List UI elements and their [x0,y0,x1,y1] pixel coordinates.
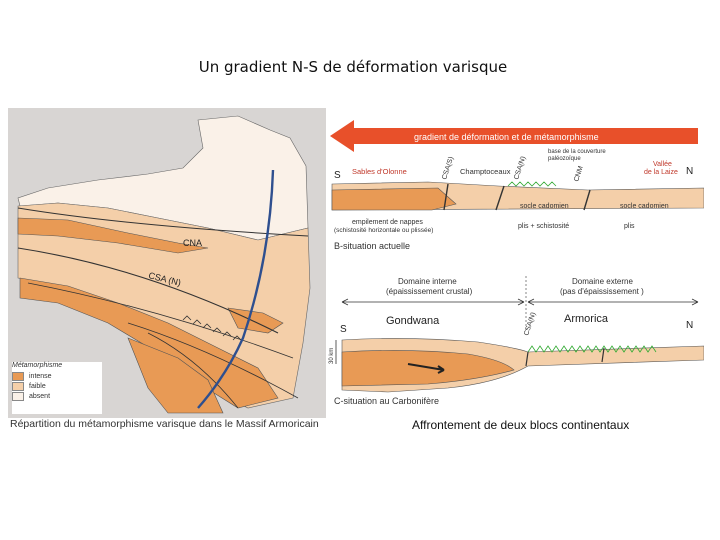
bottom-caption: Affrontement de deux blocs continentaux [412,418,630,432]
label-cna: CNA [183,238,202,248]
label-socle-1: socle cadomien [520,203,569,210]
label-empilement-1: empilement de nappes [352,219,423,226]
legend-label-faible: faible [29,382,46,390]
b-section-fault-2 [495,185,505,211]
zone-intense-2 [19,277,279,409]
zone-intense-4 [227,307,284,334]
label-epaississement: (épaississement crustal) [386,287,473,296]
fault-3 [27,282,294,359]
legend-item-absent: absent [12,391,102,401]
fault-5 [147,332,239,409]
legend-item-faible: faible [12,381,102,391]
cross-section-svg: gradient de déformation et de métamorphi… [329,120,705,406]
legend-item-intense: intense [12,371,102,381]
legend-title: Métamorphisme [12,362,63,369]
label-gondwana: Gondwana [386,315,440,327]
label-base-couverture-2: paléozoïque [548,156,581,162]
zone-intense-1 [17,217,209,254]
c-label-s: S [340,324,347,335]
legend-swatch-faible [12,381,24,391]
label-situation-b: B-situation actuelle [334,241,410,251]
c-label-n: N [686,320,693,331]
b-section-folds [507,181,557,187]
map-svg: CNA CSA (N) [8,108,326,418]
page-title: Un gradient N-S de déformation varisque [198,58,508,76]
label-armorica: Armorica [564,313,609,325]
thrust-teeth [182,315,242,341]
c-section-subduction-arrow [407,363,445,374]
label-pas-epaississement: (pas d'épaississement ) [560,287,644,296]
label-plis: plis [624,223,635,230]
label-domaine-externe: Domaine externe [572,277,633,286]
arrow-label: gradient de déformation et de métamorphi… [414,132,599,142]
label-plis-schist: plis + schistosité [518,223,569,230]
label-socle-2: socle cadomien [620,203,669,210]
trend-line [197,169,275,409]
fault-csa [17,247,279,334]
label-sables: Sables d'Olonne [352,167,407,176]
c-section-fault-2 [601,347,605,363]
legend-swatch-intense [12,371,24,381]
legend-label-intense: intense [29,372,52,380]
label-vallee-1: Vallée [653,161,672,168]
label-csa-n-b: CSA(N) [513,156,527,181]
label-base-couverture-1: base de la couverture [548,149,606,155]
c-section-mountains [527,345,657,353]
fault-cna [17,207,309,237]
cross-sections: gradient de déformation et de métamorphi… [328,108,705,408]
label-domaine-interne: Domaine interne [398,277,457,286]
fault-4 [127,322,299,399]
label-cnm: CNM [573,165,585,182]
map-caption: Répartition du métamorphisme varisque da… [10,418,319,430]
label-scale: 30 km [329,348,335,364]
b-section-intense [331,187,457,211]
b-section-fault-3 [583,189,591,211]
label-situation-c: C-situation au Carbonifère [334,396,439,406]
label-csa-s: CSA(S) [441,156,455,181]
label-empilement-2: (schistosité horizontale ou plissée) [334,227,433,234]
legend-label-absent: absent [29,392,51,400]
b-label-n: N [686,166,693,177]
arrow-externe [527,298,699,306]
c-section-fault [525,351,529,367]
label-csa-n-c: CSA(N) [523,312,537,337]
arrow-interne [341,298,525,306]
metamorphism-map: CNA CSA (N) [8,108,326,418]
zone-intense-3 [127,337,224,414]
gradient-arrow [330,120,698,152]
label-vallee-2: de la Laize [644,169,678,176]
map-legend: Métamorphisme intense faible absent [12,362,102,414]
b-section-fault-1 [443,183,449,211]
b-label-s: S [334,170,341,181]
legend-swatch-absent [12,391,24,401]
label-champtoceaux: Champtoceaux [460,167,511,176]
